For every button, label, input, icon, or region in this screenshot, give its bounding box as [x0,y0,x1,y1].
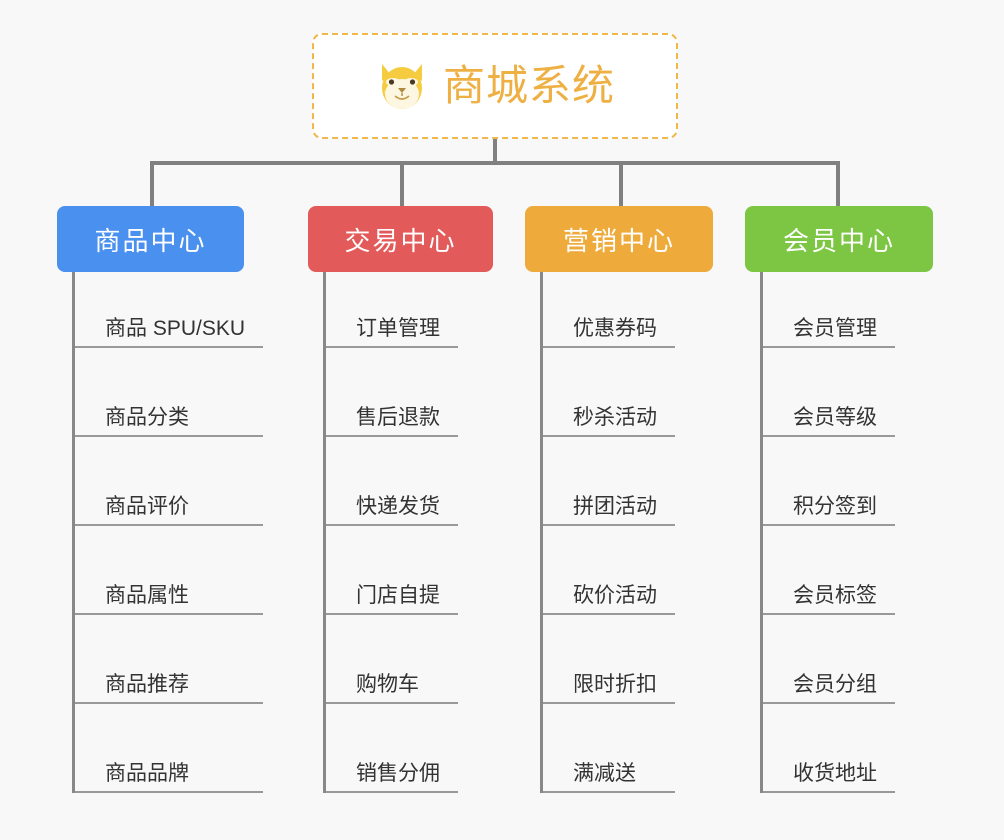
list-item[interactable]: 秒杀活动 [543,348,675,437]
list-item[interactable]: 商品属性 [75,526,264,615]
connector-root-stem [493,139,497,165]
category-header-marketing[interactable]: 营销中心 [525,206,713,272]
list-item[interactable]: 商品评价 [75,437,264,526]
child-label: 商品 SPU/SKU [105,316,246,340]
connector-drop-4 [836,161,840,206]
root-node[interactable]: 商城系统 [312,33,678,139]
list-item[interactable]: 销售分佣 [326,704,458,793]
child-list-product: 商品 SPU/SKU 商品分类 商品评价 商品属性 商品推荐 商品品牌 [72,272,264,793]
child-label: 砍价活动 [573,583,657,607]
list-item[interactable]: 门店自提 [326,526,458,615]
category-column-product: 商品中心 商品 SPU/SKU 商品分类 商品评价 商品属性 商品推荐 商品品牌 [57,206,264,793]
list-item[interactable]: 限时折扣 [543,615,675,704]
child-label: 购物车 [356,672,419,696]
child-label: 会员分组 [793,672,877,696]
child-label: 快递发货 [356,494,440,518]
connector-drop-3 [619,161,623,206]
shiba-dog-face-icon [381,64,422,109]
list-item[interactable]: 商品品牌 [75,704,264,793]
category-column-marketing: 营销中心 优惠券码 秒杀活动 拼团活动 砍价活动 限时折扣 满减送 [525,206,713,793]
child-label: 拼团活动 [573,494,657,518]
list-item[interactable]: 会员分组 [763,615,895,704]
category-header-trade[interactable]: 交易中心 [308,206,493,272]
child-label: 商品属性 [105,583,189,607]
child-label: 订单管理 [356,316,440,340]
category-label: 营销中心 [562,225,675,256]
list-item[interactable]: 积分签到 [763,437,895,526]
category-column-trade: 交易中心 订单管理 售后退款 快递发货 门店自提 购物车 销售分佣 [308,206,493,793]
child-label: 门店自提 [356,583,440,607]
child-label: 商品分类 [105,405,189,429]
connector-drop-2 [400,161,404,206]
connector-drop-1 [150,161,154,206]
child-label: 销售分佣 [356,761,440,785]
list-item[interactable]: 售后退款 [326,348,458,437]
list-item[interactable]: 砍价活动 [543,526,675,615]
list-item[interactable]: 订单管理 [326,272,458,348]
category-label: 交易中心 [344,225,457,256]
child-label: 售后退款 [356,405,440,429]
child-label: 会员等级 [793,405,877,429]
list-item[interactable]: 优惠券码 [543,272,675,348]
child-label: 积分签到 [793,494,877,518]
child-list-marketing: 优惠券码 秒杀活动 拼团活动 砍价活动 限时折扣 满减送 [540,272,675,793]
category-header-product[interactable]: 商品中心 [57,206,244,272]
list-item[interactable]: 商品分类 [75,348,264,437]
child-label: 秒杀活动 [573,405,657,429]
child-label: 商品推荐 [105,672,189,696]
child-label: 限时折扣 [573,672,657,696]
list-item[interactable]: 拼团活动 [543,437,675,526]
child-label: 收货地址 [793,761,877,785]
category-column-member: 会员中心 会员管理 会员等级 积分签到 会员标签 会员分组 收货地址 [745,206,933,793]
child-label: 商品品牌 [105,761,189,785]
root-title: 商城系统 [442,62,615,109]
list-item[interactable]: 商品 SPU/SKU [75,272,264,348]
child-label: 满减送 [573,761,636,785]
category-header-member[interactable]: 会员中心 [745,206,933,272]
connector-horizontal-bus [150,161,840,165]
child-label: 商品评价 [105,494,189,518]
category-label: 商品中心 [94,225,207,256]
child-label: 会员标签 [793,583,877,607]
list-item[interactable]: 会员管理 [763,272,895,348]
list-item[interactable]: 满减送 [543,704,675,793]
child-label: 优惠券码 [573,316,657,340]
list-item[interactable]: 购物车 [326,615,458,704]
child-list-member: 会员管理 会员等级 积分签到 会员标签 会员分组 收货地址 [760,272,895,793]
child-list-trade: 订单管理 售后退款 快递发货 门店自提 购物车 销售分佣 [323,272,458,793]
list-item[interactable]: 会员等级 [763,348,895,437]
category-label: 会员中心 [782,225,895,256]
child-label: 会员管理 [793,316,877,340]
list-item[interactable]: 商品推荐 [75,615,264,704]
list-item[interactable]: 收货地址 [763,704,895,793]
list-item[interactable]: 会员标签 [763,526,895,615]
list-item[interactable]: 快递发货 [326,437,458,526]
